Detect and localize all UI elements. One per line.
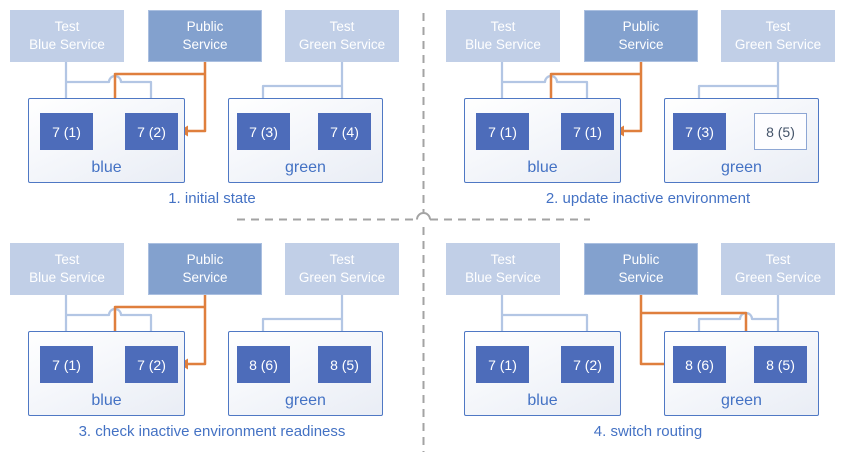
service-label-line: Service	[618, 270, 664, 285]
service-label-line: Green Service	[298, 37, 386, 52]
service-label-line: Test	[54, 252, 80, 268]
service-label-line: Test	[765, 252, 791, 268]
test-route-lines	[64, 62, 344, 103]
test-blue-service-box: Test Blue Service	[446, 10, 560, 62]
panel-update-inactive-environment: Test Blue Service Public Service Test Gr…	[424, 0, 848, 228]
version-box: 8 (6)	[673, 346, 726, 383]
test-blue-service-box: Test Blue Service	[10, 243, 124, 295]
version-box: 7 (1)	[476, 346, 529, 383]
service-label-line: Green Service	[298, 270, 386, 285]
version-box: 7 (3)	[237, 113, 290, 150]
test-green-service-box: Test Green Service	[721, 10, 835, 62]
public-service-box: Public Service	[148, 243, 262, 295]
service-label-line: Public	[622, 19, 660, 35]
test-green-service-box: Test Green Service	[721, 243, 835, 295]
service-label-line: Test	[765, 19, 791, 35]
environment-label: blue	[527, 392, 558, 409]
service-label-line: Service	[182, 270, 228, 285]
version-box: 8 (6)	[237, 346, 290, 383]
environment-label: green	[285, 392, 326, 409]
version-box: 7 (4)	[318, 113, 371, 150]
test-blue-service-box: Test Blue Service	[10, 10, 124, 62]
version-box: 8 (5)	[754, 346, 807, 383]
panel-check-inactive-environment-readiness: Test Blue Service Public Service Test Gr…	[0, 228, 424, 456]
service-label-line: Service	[618, 37, 664, 52]
environment-label: green	[721, 159, 762, 176]
panel-initial-state: Test Blue Service Public Service Test Gr…	[0, 0, 424, 228]
version-box: 7 (1)	[40, 113, 93, 150]
service-label-line: Blue Service	[29, 37, 105, 52]
public-service-box: Public Service	[584, 243, 698, 295]
version-box: 7 (1)	[40, 346, 93, 383]
panel-caption: 1. initial state	[168, 190, 256, 207]
service-label-line: Green Service	[734, 270, 822, 285]
panel-caption: 3. check inactive environment readiness	[78, 423, 346, 440]
service-label-line: Blue Service	[465, 270, 541, 285]
version-box: 7 (2)	[125, 113, 178, 150]
service-label-line: Blue Service	[29, 270, 105, 285]
version-box: 8 (5)	[318, 346, 371, 383]
environment-label: blue	[91, 159, 122, 176]
version-box: 7 (2)	[561, 346, 614, 383]
environment-label: green	[721, 392, 762, 409]
panel-switch-routing: Test Blue Service Public Service Test Gr…	[424, 228, 848, 456]
service-label-line: Public	[186, 19, 224, 35]
test-green-service-box: Test Green Service	[285, 243, 399, 295]
test-green-service-box: Test Green Service	[285, 10, 399, 62]
test-blue-service-box: Test Blue Service	[446, 243, 560, 295]
service-label-line: Service	[182, 37, 228, 52]
version-box: 7 (2)	[125, 346, 178, 383]
service-label-line: Test	[490, 19, 516, 35]
service-label-line: Public	[622, 252, 660, 268]
panel-caption: 4. switch routing	[593, 423, 703, 440]
service-label-line: Test	[54, 19, 80, 35]
service-label-line: Test	[329, 252, 355, 268]
version-box: 7 (1)	[561, 113, 614, 150]
service-label-line: Blue Service	[465, 37, 541, 52]
environment-label: blue	[527, 159, 558, 176]
version-box: 7 (1)	[476, 113, 529, 150]
panel-caption: 2. update inactive environment	[545, 190, 751, 207]
service-label-line: Test	[329, 19, 355, 35]
environment-label: green	[285, 159, 326, 176]
service-label-line: Test	[490, 252, 516, 268]
public-service-box: Public Service	[148, 10, 262, 62]
service-label-line: Green Service	[734, 37, 822, 52]
version-box: 7 (3)	[673, 113, 726, 150]
environment-label: blue	[91, 392, 122, 409]
version-box: 8 (5)	[754, 113, 807, 150]
service-label-line: Public	[186, 252, 224, 268]
public-service-box: Public Service	[584, 10, 698, 62]
